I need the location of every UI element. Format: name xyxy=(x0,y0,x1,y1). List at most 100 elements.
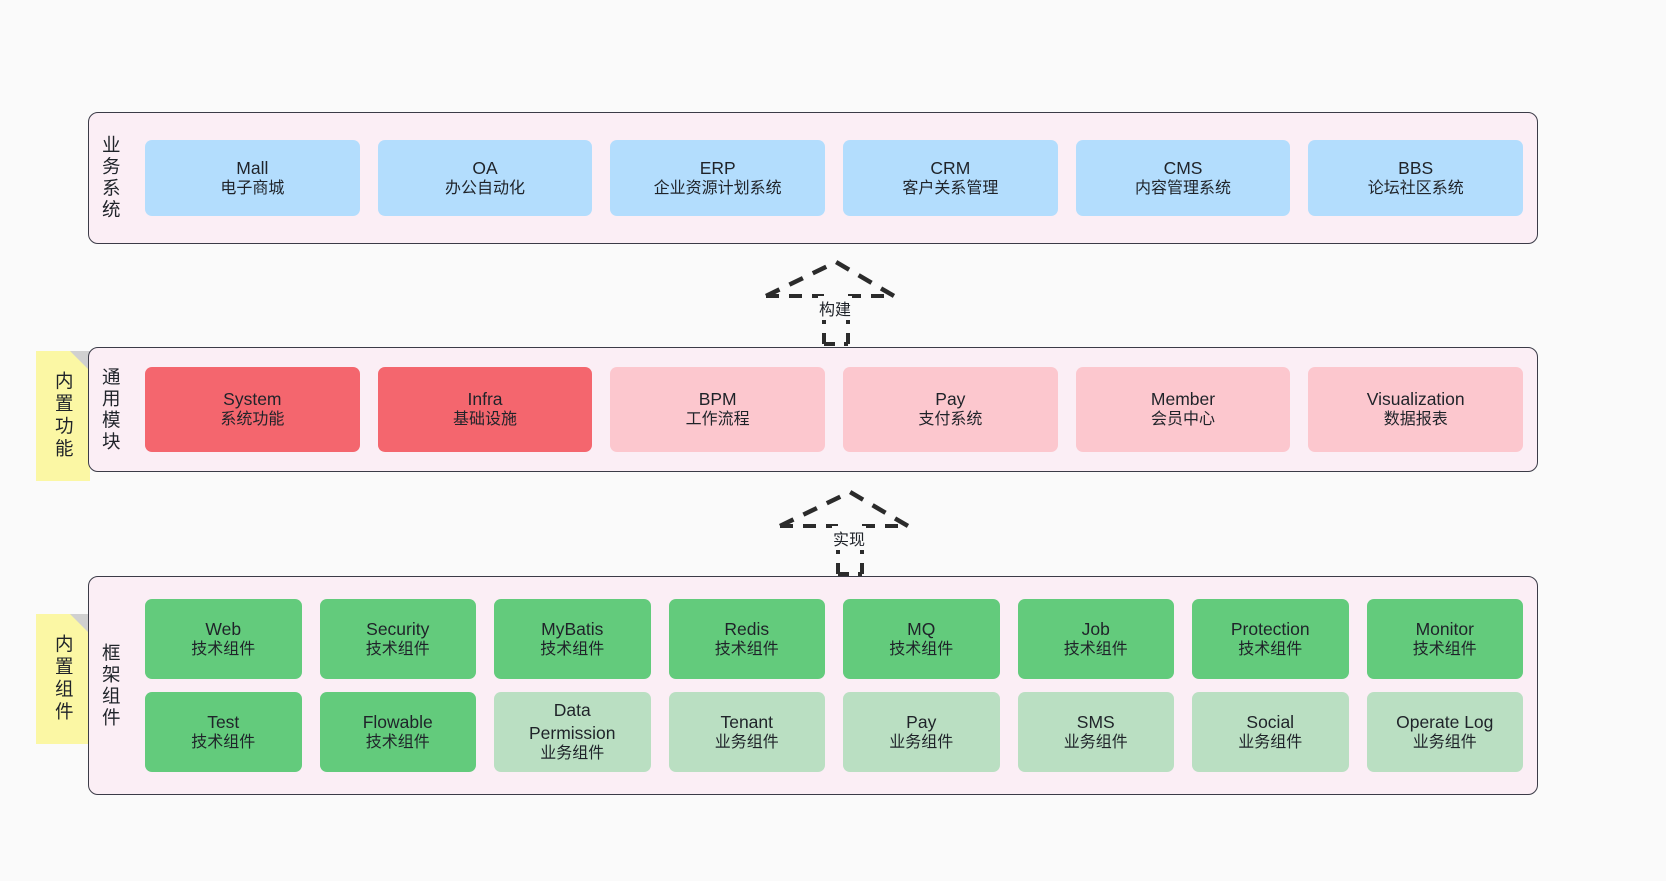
card-data-permission[interactable]: Data Permission 业务组件 xyxy=(494,692,651,772)
card-operate-log[interactable]: Operate Log 业务组件 xyxy=(1366,692,1523,772)
layer-framework-components[interactable]: 框架组件 Web 技术组件 Security 技术组件 MyBatis 技术组件… xyxy=(88,576,1538,795)
card-title: MyBatis xyxy=(541,618,604,639)
card-title: BPM xyxy=(698,389,737,410)
connector-label-implement: 实现 xyxy=(832,526,867,550)
card-subtitle: 会员中心 xyxy=(1151,411,1216,429)
card-cms[interactable]: CMS 内容管理系统 xyxy=(1075,140,1291,216)
card-subtitle: 企业资源计划系统 xyxy=(653,179,782,197)
card-pay-module[interactable]: Pay 支付系统 xyxy=(843,367,1058,452)
card-subtitle: 技术组件 xyxy=(540,640,605,658)
card-job[interactable]: Job 技术组件 xyxy=(1017,599,1174,679)
card-subtitle: 技术组件 xyxy=(1412,640,1477,658)
card-subtitle: 支付系统 xyxy=(918,411,983,429)
card-monitor[interactable]: Monitor 技术组件 xyxy=(1366,599,1523,679)
card-member[interactable]: Member 会员中心 xyxy=(1075,367,1291,452)
layer-body-common-modules: System 系统功能 Infra 基础设施 BPM 工作流程 Pay 支付系统… xyxy=(131,348,1537,471)
card-subtitle: 业务组件 xyxy=(540,745,605,763)
card-title: Member xyxy=(1150,389,1216,410)
sticky-note-builtin-function: 内置功能 xyxy=(36,351,90,481)
card-title: ERP xyxy=(699,157,736,178)
card-subtitle: 业务组件 xyxy=(1063,733,1128,751)
sticky-note-label: 内置功能 xyxy=(53,371,75,461)
card-test[interactable]: Test 技术组件 xyxy=(145,692,302,772)
connector-build: 构建 xyxy=(758,258,898,346)
card-infra[interactable]: Infra 基础设施 xyxy=(377,367,593,452)
sticky-note-label: 内置组件 xyxy=(53,634,75,724)
card-title: Pay xyxy=(935,389,966,410)
card-subtitle: 业务组件 xyxy=(889,733,954,751)
card-title: Security xyxy=(366,618,430,639)
card-title: Pay xyxy=(906,711,937,732)
card-row: Test 技术组件 Flowable 技术组件 Data Permission … xyxy=(145,692,1523,772)
layer-body-business-system: Mall 电子商城 OA 办公自动化 ERP 企业资源计划系统 CRM 客户关系… xyxy=(131,113,1537,243)
layer-title-common-modules: 通用模块 xyxy=(100,366,122,453)
card-mybatis[interactable]: MyBatis 技术组件 xyxy=(494,599,651,679)
card-title: SMS xyxy=(1076,711,1115,732)
card-subtitle: 内容管理系统 xyxy=(1135,179,1232,197)
card-title: Tenant xyxy=(720,711,774,732)
card-title: Redis xyxy=(724,618,770,639)
card-security[interactable]: Security 技术组件 xyxy=(319,599,476,679)
card-subtitle: 技术组件 xyxy=(365,640,430,658)
card-title: MQ xyxy=(907,618,936,639)
card-title: Operate Log xyxy=(1396,711,1494,732)
card-title: Data Permission xyxy=(528,700,616,743)
card-title: Job xyxy=(1081,618,1110,639)
card-title: Infra xyxy=(467,389,503,410)
layer-business-system[interactable]: 业务系统 Mall 电子商城 OA 办公自动化 ERP 企业资源计划系统 CRM… xyxy=(88,112,1538,244)
card-title: System xyxy=(223,389,282,410)
card-bbs[interactable]: BBS 论坛社区系统 xyxy=(1308,140,1524,216)
card-subtitle: 技术组件 xyxy=(889,640,954,658)
card-subtitle: 业务组件 xyxy=(1238,733,1303,751)
card-subtitle: 业务组件 xyxy=(1412,733,1477,751)
card-subtitle: 技术组件 xyxy=(365,733,430,751)
card-system[interactable]: System 系统功能 xyxy=(145,367,360,452)
connector-label-build: 构建 xyxy=(818,296,853,320)
card-mall[interactable]: Mall 电子商城 xyxy=(145,140,360,216)
layer-common-modules[interactable]: 通用模块 System 系统功能 Infra 基础设施 BPM 工作流程 Pay… xyxy=(88,347,1538,472)
card-subtitle: 技术组件 xyxy=(191,733,256,751)
card-subtitle: 技术组件 xyxy=(1063,640,1128,658)
card-sms[interactable]: SMS 业务组件 xyxy=(1017,692,1174,772)
card-title: CRM xyxy=(930,157,971,178)
card-row: System 系统功能 Infra 基础设施 BPM 工作流程 Pay 支付系统… xyxy=(145,367,1524,452)
card-tenant[interactable]: Tenant 业务组件 xyxy=(668,692,825,772)
card-title: Flowable xyxy=(362,711,433,732)
card-title: Protection xyxy=(1230,618,1310,639)
card-flowable[interactable]: Flowable 技术组件 xyxy=(319,692,476,772)
card-pay-component[interactable]: Pay 业务组件 xyxy=(843,692,1000,772)
card-title: Test xyxy=(207,711,240,732)
card-subtitle: 基础设施 xyxy=(453,411,518,429)
card-protection[interactable]: Protection 技术组件 xyxy=(1192,599,1349,679)
card-social[interactable]: Social 业务组件 xyxy=(1192,692,1349,772)
card-title: OA xyxy=(472,157,498,178)
card-oa[interactable]: OA 办公自动化 xyxy=(377,140,593,216)
note-fold-corner-icon xyxy=(70,351,90,371)
card-subtitle: 系统功能 xyxy=(220,411,285,429)
card-title: Monitor xyxy=(1415,618,1474,639)
note-fold-corner-icon xyxy=(70,614,90,634)
card-crm[interactable]: CRM 客户关系管理 xyxy=(843,140,1058,216)
card-web[interactable]: Web 技术组件 xyxy=(145,599,302,679)
card-row: Web 技术组件 Security 技术组件 MyBatis 技术组件 Redi… xyxy=(145,599,1523,679)
card-row: Mall 电子商城 OA 办公自动化 ERP 企业资源计划系统 CRM 客户关系… xyxy=(145,140,1524,216)
card-subtitle: 业务组件 xyxy=(714,733,779,751)
card-subtitle: 工作流程 xyxy=(685,411,750,429)
sticky-note-builtin-component: 内置组件 xyxy=(36,614,90,744)
card-subtitle: 技术组件 xyxy=(1238,640,1303,658)
card-subtitle: 电子商城 xyxy=(220,179,285,197)
card-bpm[interactable]: BPM 工作流程 xyxy=(610,367,826,452)
card-subtitle: 客户关系管理 xyxy=(902,179,999,197)
card-visualization[interactable]: Visualization 数据报表 xyxy=(1308,367,1524,452)
layer-title-business-system: 业务系统 xyxy=(100,135,122,221)
card-title: Web xyxy=(205,618,242,639)
card-title: CMS xyxy=(1163,157,1203,178)
card-erp[interactable]: ERP 企业资源计划系统 xyxy=(610,140,826,216)
card-title: BBS xyxy=(1398,157,1434,178)
card-title: Visualization xyxy=(1366,389,1465,410)
card-mq[interactable]: MQ 技术组件 xyxy=(843,599,1000,679)
card-redis[interactable]: Redis 技术组件 xyxy=(668,599,825,679)
card-subtitle: 数据报表 xyxy=(1383,411,1448,429)
card-title: Social xyxy=(1246,711,1295,732)
